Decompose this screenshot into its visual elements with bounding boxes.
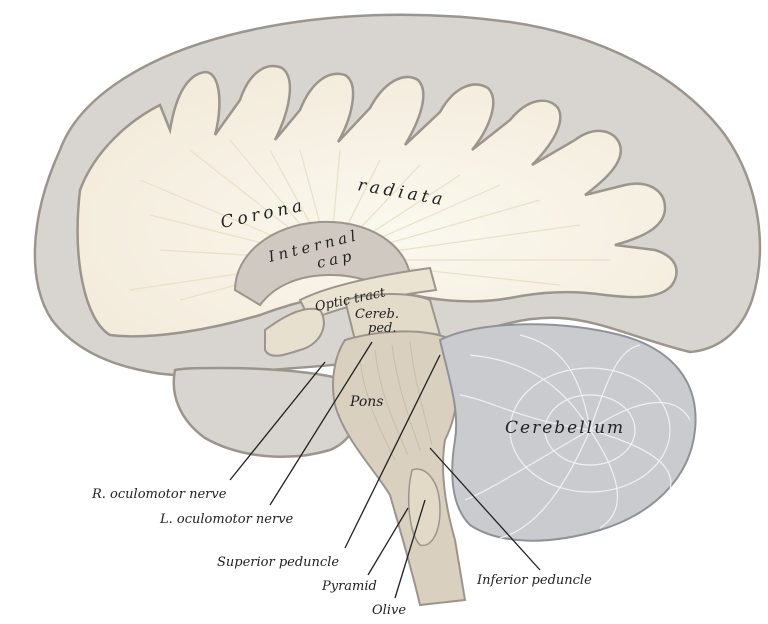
label-pyramid: Pyramid	[321, 579, 377, 594]
label-ped: ped.	[368, 321, 396, 336]
leader-inferior-peduncle	[429, 447, 541, 571]
leader-olive	[394, 499, 426, 599]
cerebellum-folia	[459, 334, 691, 539]
label-cerebellum: Cerebellum	[505, 418, 625, 438]
label-inferior-peduncle: Inferior peduncle	[476, 573, 592, 588]
pons-striations	[359, 341, 433, 461]
leader-l-oculomotor	[269, 341, 373, 506]
optic-chiasm	[264, 307, 325, 357]
label-superior-peduncle: Superior peduncle	[217, 555, 339, 570]
leader-lines	[229, 341, 541, 599]
label-cereb: Cereb.	[355, 307, 399, 322]
label-l-oculomotor: L. oculomotor nerve	[159, 512, 294, 527]
label-r-oculomotor: R. oculomotor nerve	[91, 487, 227, 502]
label-olive: Olive	[372, 603, 406, 618]
leader-superior-peduncle	[344, 354, 441, 549]
optic-tract	[298, 266, 438, 322]
leader-pyramid	[367, 507, 409, 576]
leader-r-oculomotor	[229, 361, 326, 481]
cerebellum	[438, 323, 697, 542]
label-pons: Pons	[349, 394, 383, 410]
